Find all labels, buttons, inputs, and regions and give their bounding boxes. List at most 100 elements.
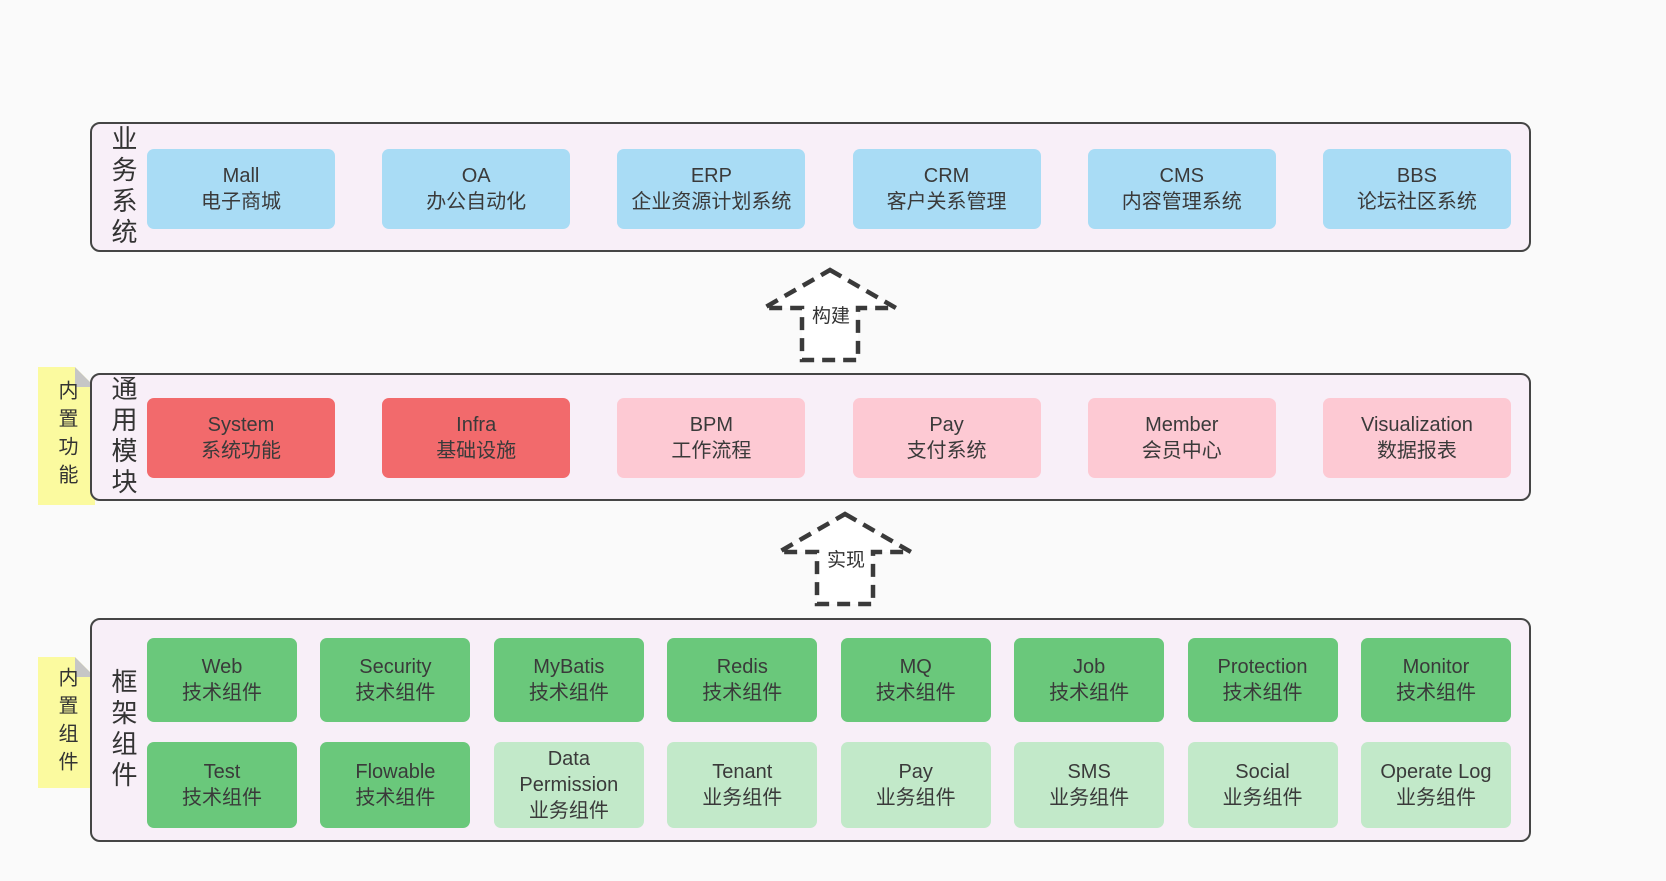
box-erp: ERP 企业资源计划系统 xyxy=(617,149,806,229)
box-flowable: Flowable 技术组件 xyxy=(320,742,471,828)
box-title: Social xyxy=(1235,761,1290,783)
box-subtitle: 基础设施 xyxy=(436,440,517,462)
box-sms: SMS 业务组件 xyxy=(1014,742,1165,828)
box-infra: Infra 基础设施 xyxy=(382,398,571,478)
box-title: Monitor xyxy=(1402,656,1470,678)
box-cms: CMS 内容管理系统 xyxy=(1087,149,1276,229)
box-operate-log: Operate Log 业务组件 xyxy=(1360,742,1511,828)
box-subtitle: 技术组件 xyxy=(528,682,609,704)
box-data-permission: Data Permission 业务组件 xyxy=(493,742,644,828)
box-subtitle: 技术组件 xyxy=(702,682,783,704)
box-title: Visualization xyxy=(1360,414,1473,436)
box-subtitle: 数据报表 xyxy=(1376,440,1457,462)
box-bpm: BPM 工作流程 xyxy=(617,398,806,478)
note-text: 内置组件 xyxy=(55,666,77,779)
box-title: Tenant xyxy=(712,761,773,783)
box-subtitle: 技术组件 xyxy=(355,682,436,704)
box-title: Data Permission xyxy=(519,748,619,796)
box-title: MyBatis xyxy=(533,656,605,678)
box-subtitle: 技术组件 xyxy=(182,682,262,704)
box-subtitle: 技术组件 xyxy=(182,787,262,809)
box-pay-component: Pay 业务组件 xyxy=(840,742,991,828)
box-job: Job 技术组件 xyxy=(1014,638,1165,722)
box-title: SMS xyxy=(1067,761,1111,783)
box-title: System xyxy=(207,414,275,436)
sticky-note-builtin-features: 内置功能 xyxy=(38,367,95,505)
layer-common-modules: 通用模块 System 系统功能 Infra 基础设施 BPM 工作流程 Pay… xyxy=(90,373,1531,501)
box-mybatis: MyBatis 技术组件 xyxy=(493,638,644,722)
box-title: Mall xyxy=(222,165,260,187)
box-title: Operate Log xyxy=(1380,761,1492,783)
box-title: Member xyxy=(1145,414,1219,436)
box-title: Redis xyxy=(716,656,768,678)
box-subtitle: 会员中心 xyxy=(1141,440,1222,462)
box-title: BPM xyxy=(689,414,734,436)
business-systems-row: Mall 电子商城 OA 办公自动化 ERP 企业资源计划系统 CRM 客户关系… xyxy=(147,149,1511,229)
box-test: Test 技术组件 xyxy=(147,742,297,828)
box-web: Web 技术组件 xyxy=(147,638,297,722)
box-title: Test xyxy=(203,761,241,783)
box-title: Pay xyxy=(929,414,964,436)
box-mq: MQ 技术组件 xyxy=(840,638,991,722)
box-subtitle: 企业资源计划系统 xyxy=(631,191,792,213)
box-subtitle: 技术组件 xyxy=(1049,682,1130,704)
layer-framework-components: 框架组件 Web 技术组件 Security 技术组件 MyBatis 技术组件… xyxy=(90,618,1531,842)
box-pay-module: Pay 支付系统 xyxy=(852,398,1041,478)
box-member: Member 会员中心 xyxy=(1087,398,1276,478)
box-subtitle: 业务组件 xyxy=(702,787,783,809)
box-subtitle: 技术组件 xyxy=(1222,682,1303,704)
common-modules-row: System 系统功能 Infra 基础设施 BPM 工作流程 Pay 支付系统… xyxy=(147,398,1511,478)
arrow-label-implement: 实现 xyxy=(823,544,869,573)
box-title: Infra xyxy=(456,414,497,436)
box-title: Web xyxy=(201,656,243,678)
box-mall: Mall 电子商城 xyxy=(147,149,335,229)
box-title: Protection xyxy=(1217,656,1308,678)
box-subtitle: 技术组件 xyxy=(355,787,436,809)
framework-components-row-2: Test 技术组件 Flowable 技术组件 Data Permission … xyxy=(147,742,1511,828)
box-bbs: BBS 论坛社区系统 xyxy=(1322,149,1511,229)
box-title: Pay xyxy=(898,761,933,783)
box-protection: Protection 技术组件 xyxy=(1187,638,1338,722)
box-title: MQ xyxy=(899,656,932,678)
box-subtitle: 系统功能 xyxy=(201,440,281,462)
box-redis: Redis 技术组件 xyxy=(667,638,818,722)
box-subtitle: 业务组件 xyxy=(1222,787,1303,809)
box-subtitle: 办公自动化 xyxy=(426,191,527,213)
box-title: ERP xyxy=(690,165,732,187)
box-title: CMS xyxy=(1159,165,1204,187)
box-subtitle: 业务组件 xyxy=(1395,787,1476,809)
box-title: CRM xyxy=(923,165,970,187)
box-title: Security xyxy=(359,656,432,678)
arrow-label-build: 构建 xyxy=(808,300,854,329)
layer-label-business-systems: 业务系统 xyxy=(108,125,138,249)
box-oa: OA 办公自动化 xyxy=(382,149,571,229)
box-subtitle: 电子商城 xyxy=(201,191,281,213)
box-subtitle: 内容管理系统 xyxy=(1121,191,1242,213)
box-subtitle: 工作流程 xyxy=(671,440,752,462)
box-subtitle: 支付系统 xyxy=(906,440,987,462)
box-subtitle: 业务组件 xyxy=(875,787,956,809)
box-title: Flowable xyxy=(355,761,436,783)
layer-business-systems: 业务系统 Mall 电子商城 OA 办公自动化 ERP 企业资源计划系统 CRM… xyxy=(90,122,1531,252)
box-system: System 系统功能 xyxy=(147,398,335,478)
box-subtitle: 客户关系管理 xyxy=(886,191,1007,213)
box-subtitle: 技术组件 xyxy=(1395,682,1476,704)
box-social: Social 业务组件 xyxy=(1187,742,1338,828)
framework-components-row-1: Web 技术组件 Security 技术组件 MyBatis 技术组件 Redi… xyxy=(147,638,1511,722)
box-subtitle: 论坛社区系统 xyxy=(1356,191,1477,213)
box-tenant: Tenant 业务组件 xyxy=(667,742,818,828)
box-security: Security 技术组件 xyxy=(320,638,471,722)
note-text: 内置功能 xyxy=(55,380,77,492)
layer-label-common-modules: 通用模块 xyxy=(108,375,138,499)
sticky-note-builtin-components: 内置组件 xyxy=(38,657,95,788)
box-subtitle: 技术组件 xyxy=(875,682,956,704)
box-title: Job xyxy=(1072,656,1106,678)
box-subtitle: 业务组件 xyxy=(528,800,609,822)
box-title: OA xyxy=(461,165,491,187)
layer-label-framework-components: 框架组件 xyxy=(108,668,138,792)
box-crm: CRM 客户关系管理 xyxy=(852,149,1041,229)
box-subtitle: 业务组件 xyxy=(1049,787,1130,809)
box-visualization: Visualization 数据报表 xyxy=(1322,398,1511,478)
box-monitor: Monitor 技术组件 xyxy=(1360,638,1511,722)
